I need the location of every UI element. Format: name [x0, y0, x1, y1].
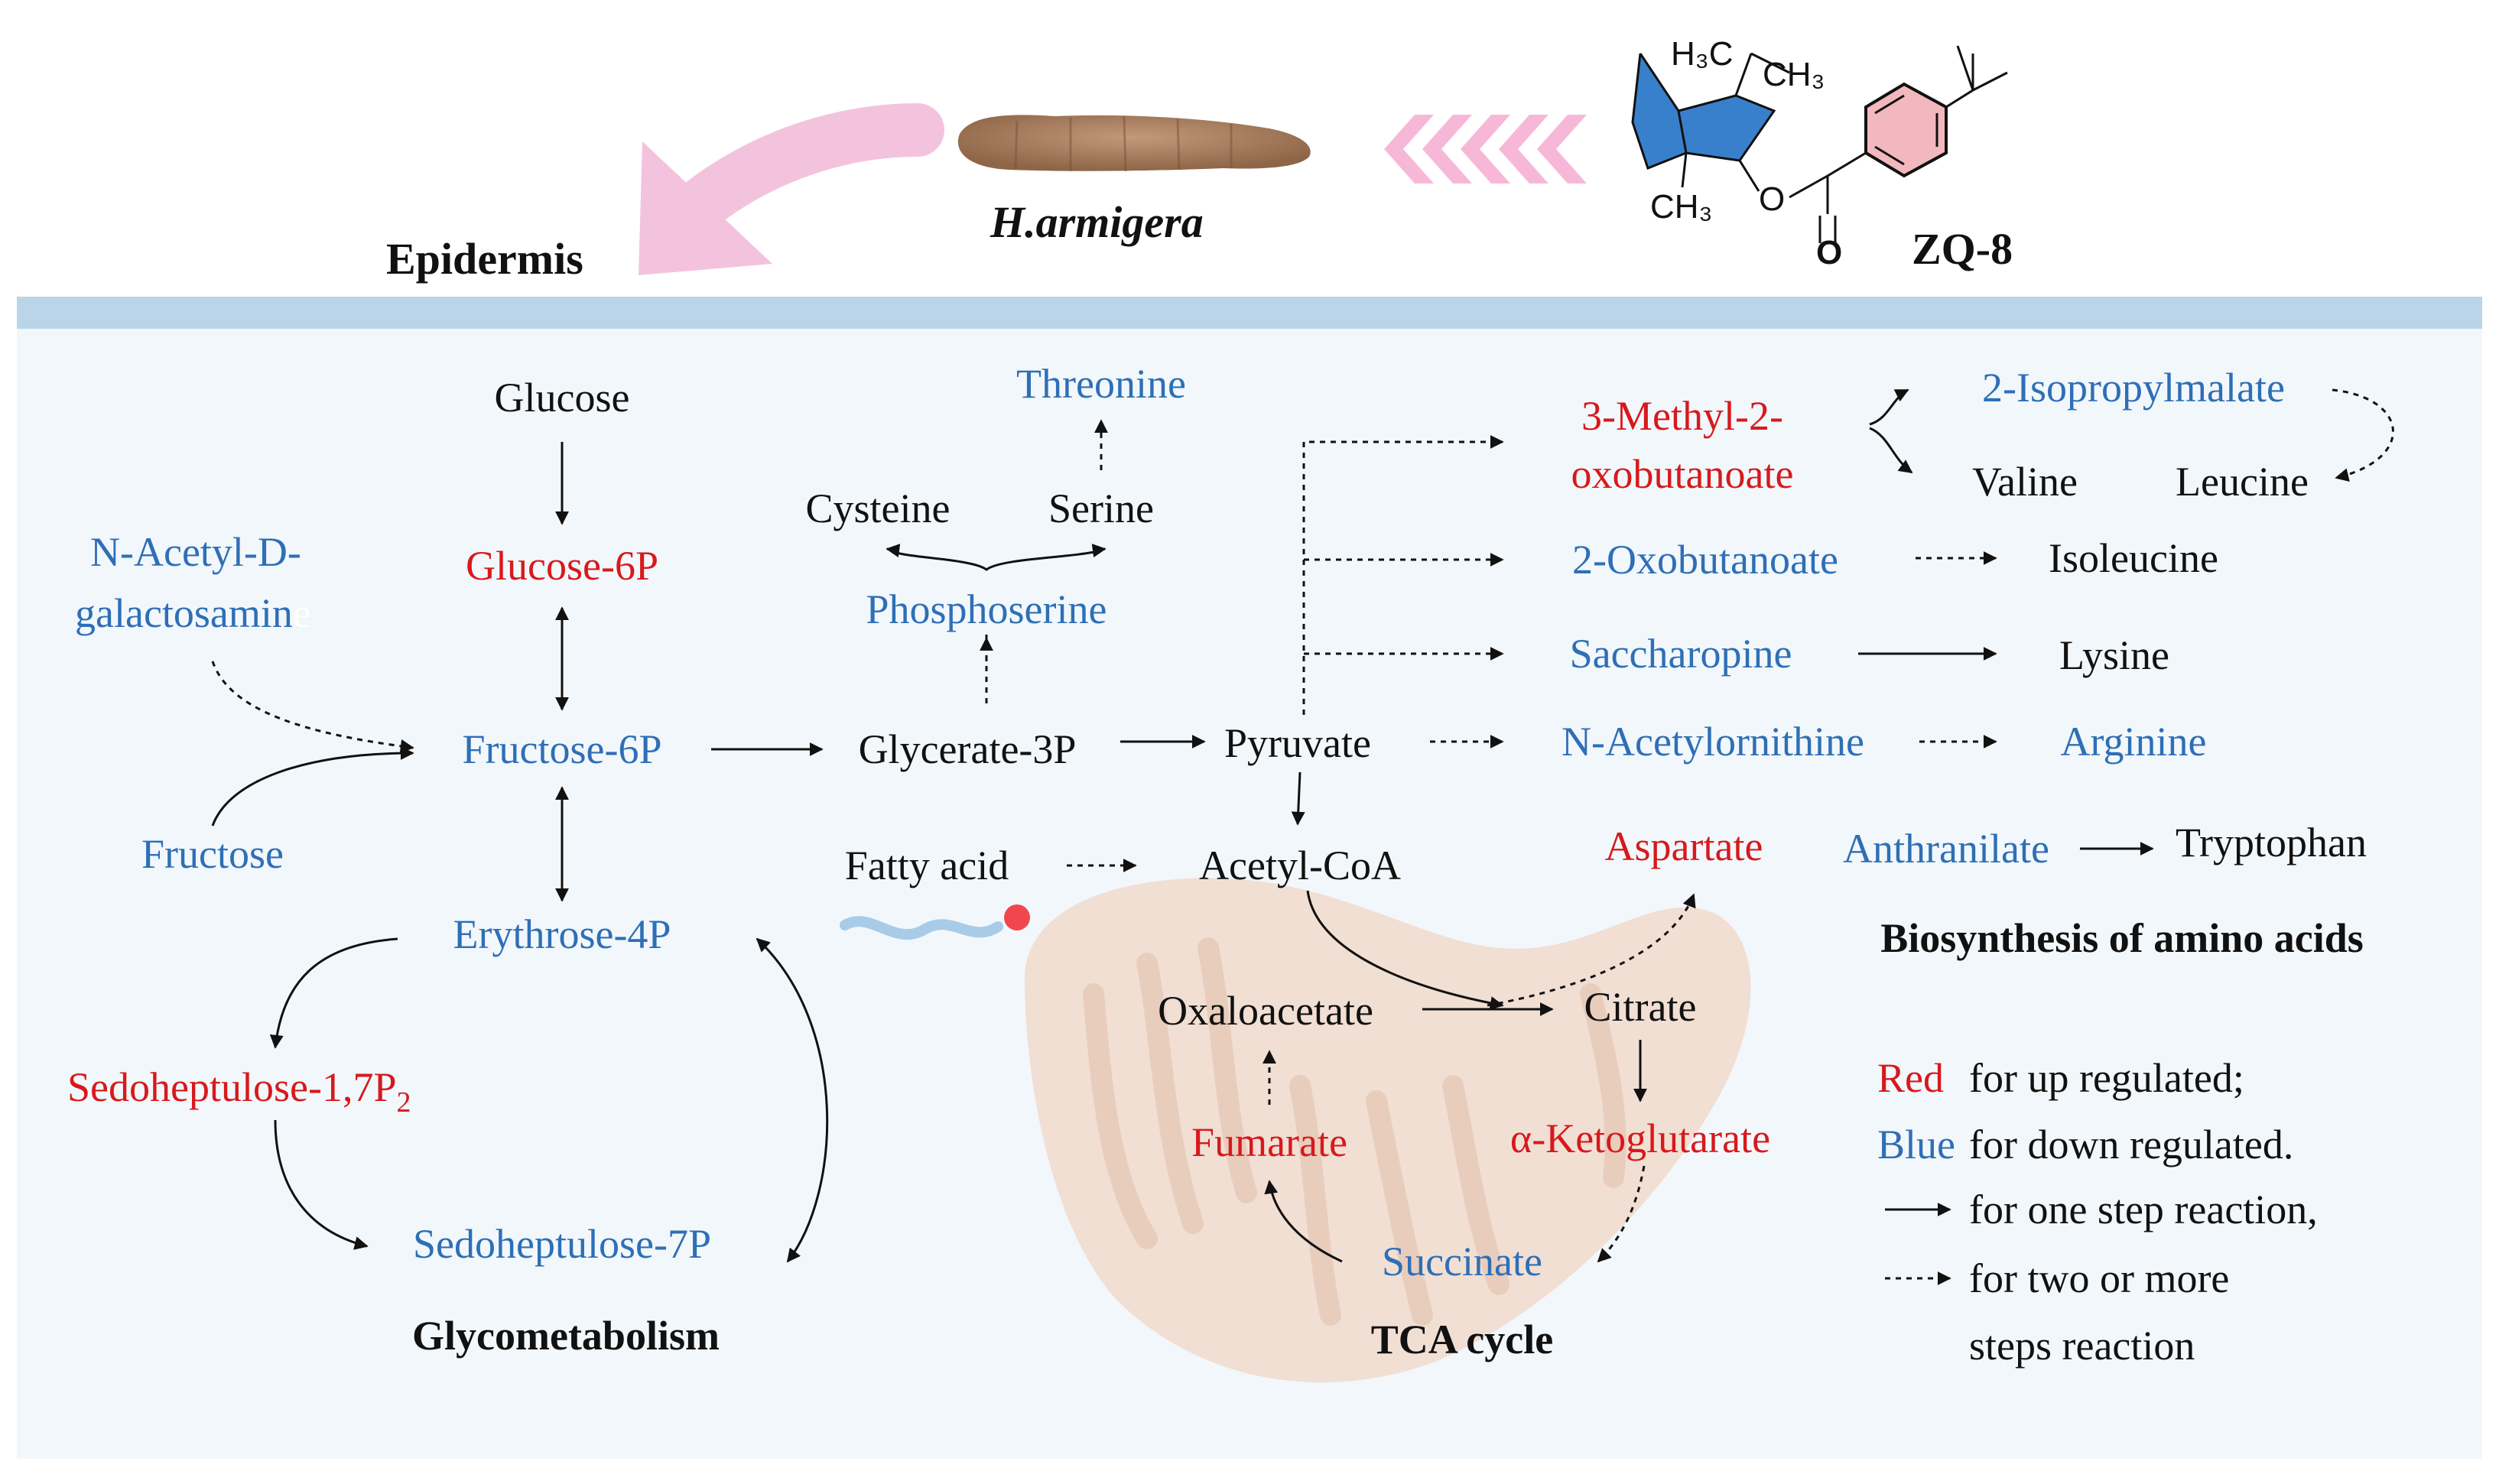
- structure-ch3-bottom-label: CH₃: [1650, 188, 1712, 226]
- node-lysine: Lysine: [2059, 632, 2169, 678]
- zq8-structure-icon: H₃C CH₃ CH₃ O O: [1631, 35, 2008, 271]
- node-isoleucine: Isoleucine: [2049, 535, 2218, 581]
- node-aspartate: Aspartate: [1605, 823, 1763, 869]
- node-leucine: Leucine: [2176, 459, 2309, 505]
- tca-title: TCA cycle: [1371, 1317, 1553, 1362]
- node-tryptophan: Tryptophan: [2176, 820, 2367, 865]
- chevrons-icon: [1384, 115, 1587, 183]
- node-threonine: Threonine: [1016, 361, 1186, 407]
- node-fumarate: Fumarate: [1191, 1119, 1347, 1165]
- mitochondrion-icon: [1025, 878, 1751, 1383]
- node-glycerate-3p: Glycerate-3P: [859, 726, 1077, 772]
- legend-steps-text: steps reaction: [1969, 1323, 2195, 1369]
- reaction-arrows: [211, 388, 2394, 1285]
- node-valine: Valine: [1972, 459, 2078, 505]
- node-fructose: Fructose: [141, 831, 284, 877]
- node-cysteine: Cysteine: [806, 485, 951, 531]
- node-fructose-6p: Fructose-6P: [463, 726, 662, 772]
- node-n-acetyl-line1: N-Acetyl-D-: [90, 529, 301, 575]
- node-ketoglutarate: α-Ketoglutarate: [1510, 1115, 1770, 1161]
- node-arginine: Arginine: [2061, 719, 2207, 765]
- legend-blue-word: Blue: [1877, 1122, 1955, 1167]
- node-glucose-6p: Glucose-6P: [466, 543, 658, 589]
- node-fatty-acid: Fatty acid: [845, 843, 1009, 888]
- node-pyruvate: Pyruvate: [1224, 720, 1371, 766]
- pink-curved-arrow-icon: [639, 103, 944, 275]
- organism-label: H.armigera: [990, 197, 1204, 247]
- glycometabolism-title: Glycometabolism: [412, 1313, 720, 1359]
- node-glucose: Glucose: [495, 375, 630, 421]
- amino-acids-title: Biosynthesis of amino acids: [1880, 915, 2364, 961]
- legend-dashed-text: for two or more: [1969, 1255, 2229, 1301]
- structure-ch3-top-label: CH₃: [1763, 56, 1825, 93]
- glycometabolism-section: Glucose Glucose-6P N-Acetyl-D- galactosa…: [67, 375, 720, 1359]
- node-methyl-oxo-line1: 3-Methyl-2-: [1581, 393, 1783, 439]
- node-methyl-oxo-line2: oxobutanoate: [1571, 451, 1794, 497]
- node-succinate: Succinate: [1382, 1239, 1542, 1284]
- node-saccharopine: Saccharopine: [1570, 631, 1792, 677]
- fatty-acid-chain-icon: [840, 916, 1003, 940]
- legend-solid-text: for one step reaction,: [1969, 1187, 2318, 1232]
- node-anthranilate: Anthranilate: [1843, 826, 2049, 872]
- fatty-acid-head-icon: [1004, 904, 1030, 930]
- node-acetyl-coa: Acetyl-CoA: [1199, 843, 1401, 888]
- tissue-label: Epidermis: [386, 234, 583, 284]
- structure-o-carbonyl-label: O: [1816, 234, 1842, 271]
- node-n-acetylornithine: N-Acetylornithine: [1561, 719, 1864, 765]
- header: H₃C CH₃ CH₃ O O ZQ-8 H.armigera Epidermi…: [386, 35, 2013, 284]
- legend-red-word: Red: [1877, 1055, 1944, 1101]
- node-oxaloacetate: Oxaloacetate: [1158, 988, 1373, 1034]
- legend-red-text: for up regulated;: [1969, 1055, 2244, 1101]
- node-serine: Serine: [1048, 485, 1154, 531]
- node-citrate: Citrate: [1584, 984, 1697, 1030]
- structure-h3c-label: H₃C: [1671, 35, 1733, 73]
- compound-label: ZQ-8: [1912, 224, 2013, 274]
- node-n-acetyl-line2: galactosamine: [75, 590, 311, 636]
- amino-acid-section: Threonine Cysteine Serine Phosphoserine …: [806, 361, 2367, 961]
- node-isopropylmalate: 2-Isopropylmalate: [1982, 365, 2285, 411]
- node-erythrose-4p: Erythrose-4P: [453, 911, 671, 957]
- node-sedoheptulose-17p2: Sedoheptulose-1,7P2: [67, 1064, 411, 1119]
- epidermis-band: [17, 297, 2482, 329]
- tca-section: Oxaloacetate Citrate Fumarate α-Ketoglut…: [1158, 984, 1770, 1362]
- legend: Red for up regulated; Blue for down regu…: [1877, 1055, 2318, 1369]
- structure-o-ester-label: O: [1759, 180, 1785, 218]
- node-sedoheptulose-7p: Sedoheptulose-7P: [413, 1221, 711, 1267]
- node-oxobutanoate: 2-Oxobutanoate: [1572, 537, 1838, 583]
- node-phosphoserine: Phosphoserine: [866, 586, 1107, 632]
- legend-blue-text: for down regulated.: [1969, 1122, 2293, 1167]
- larva-icon: [957, 115, 1311, 172]
